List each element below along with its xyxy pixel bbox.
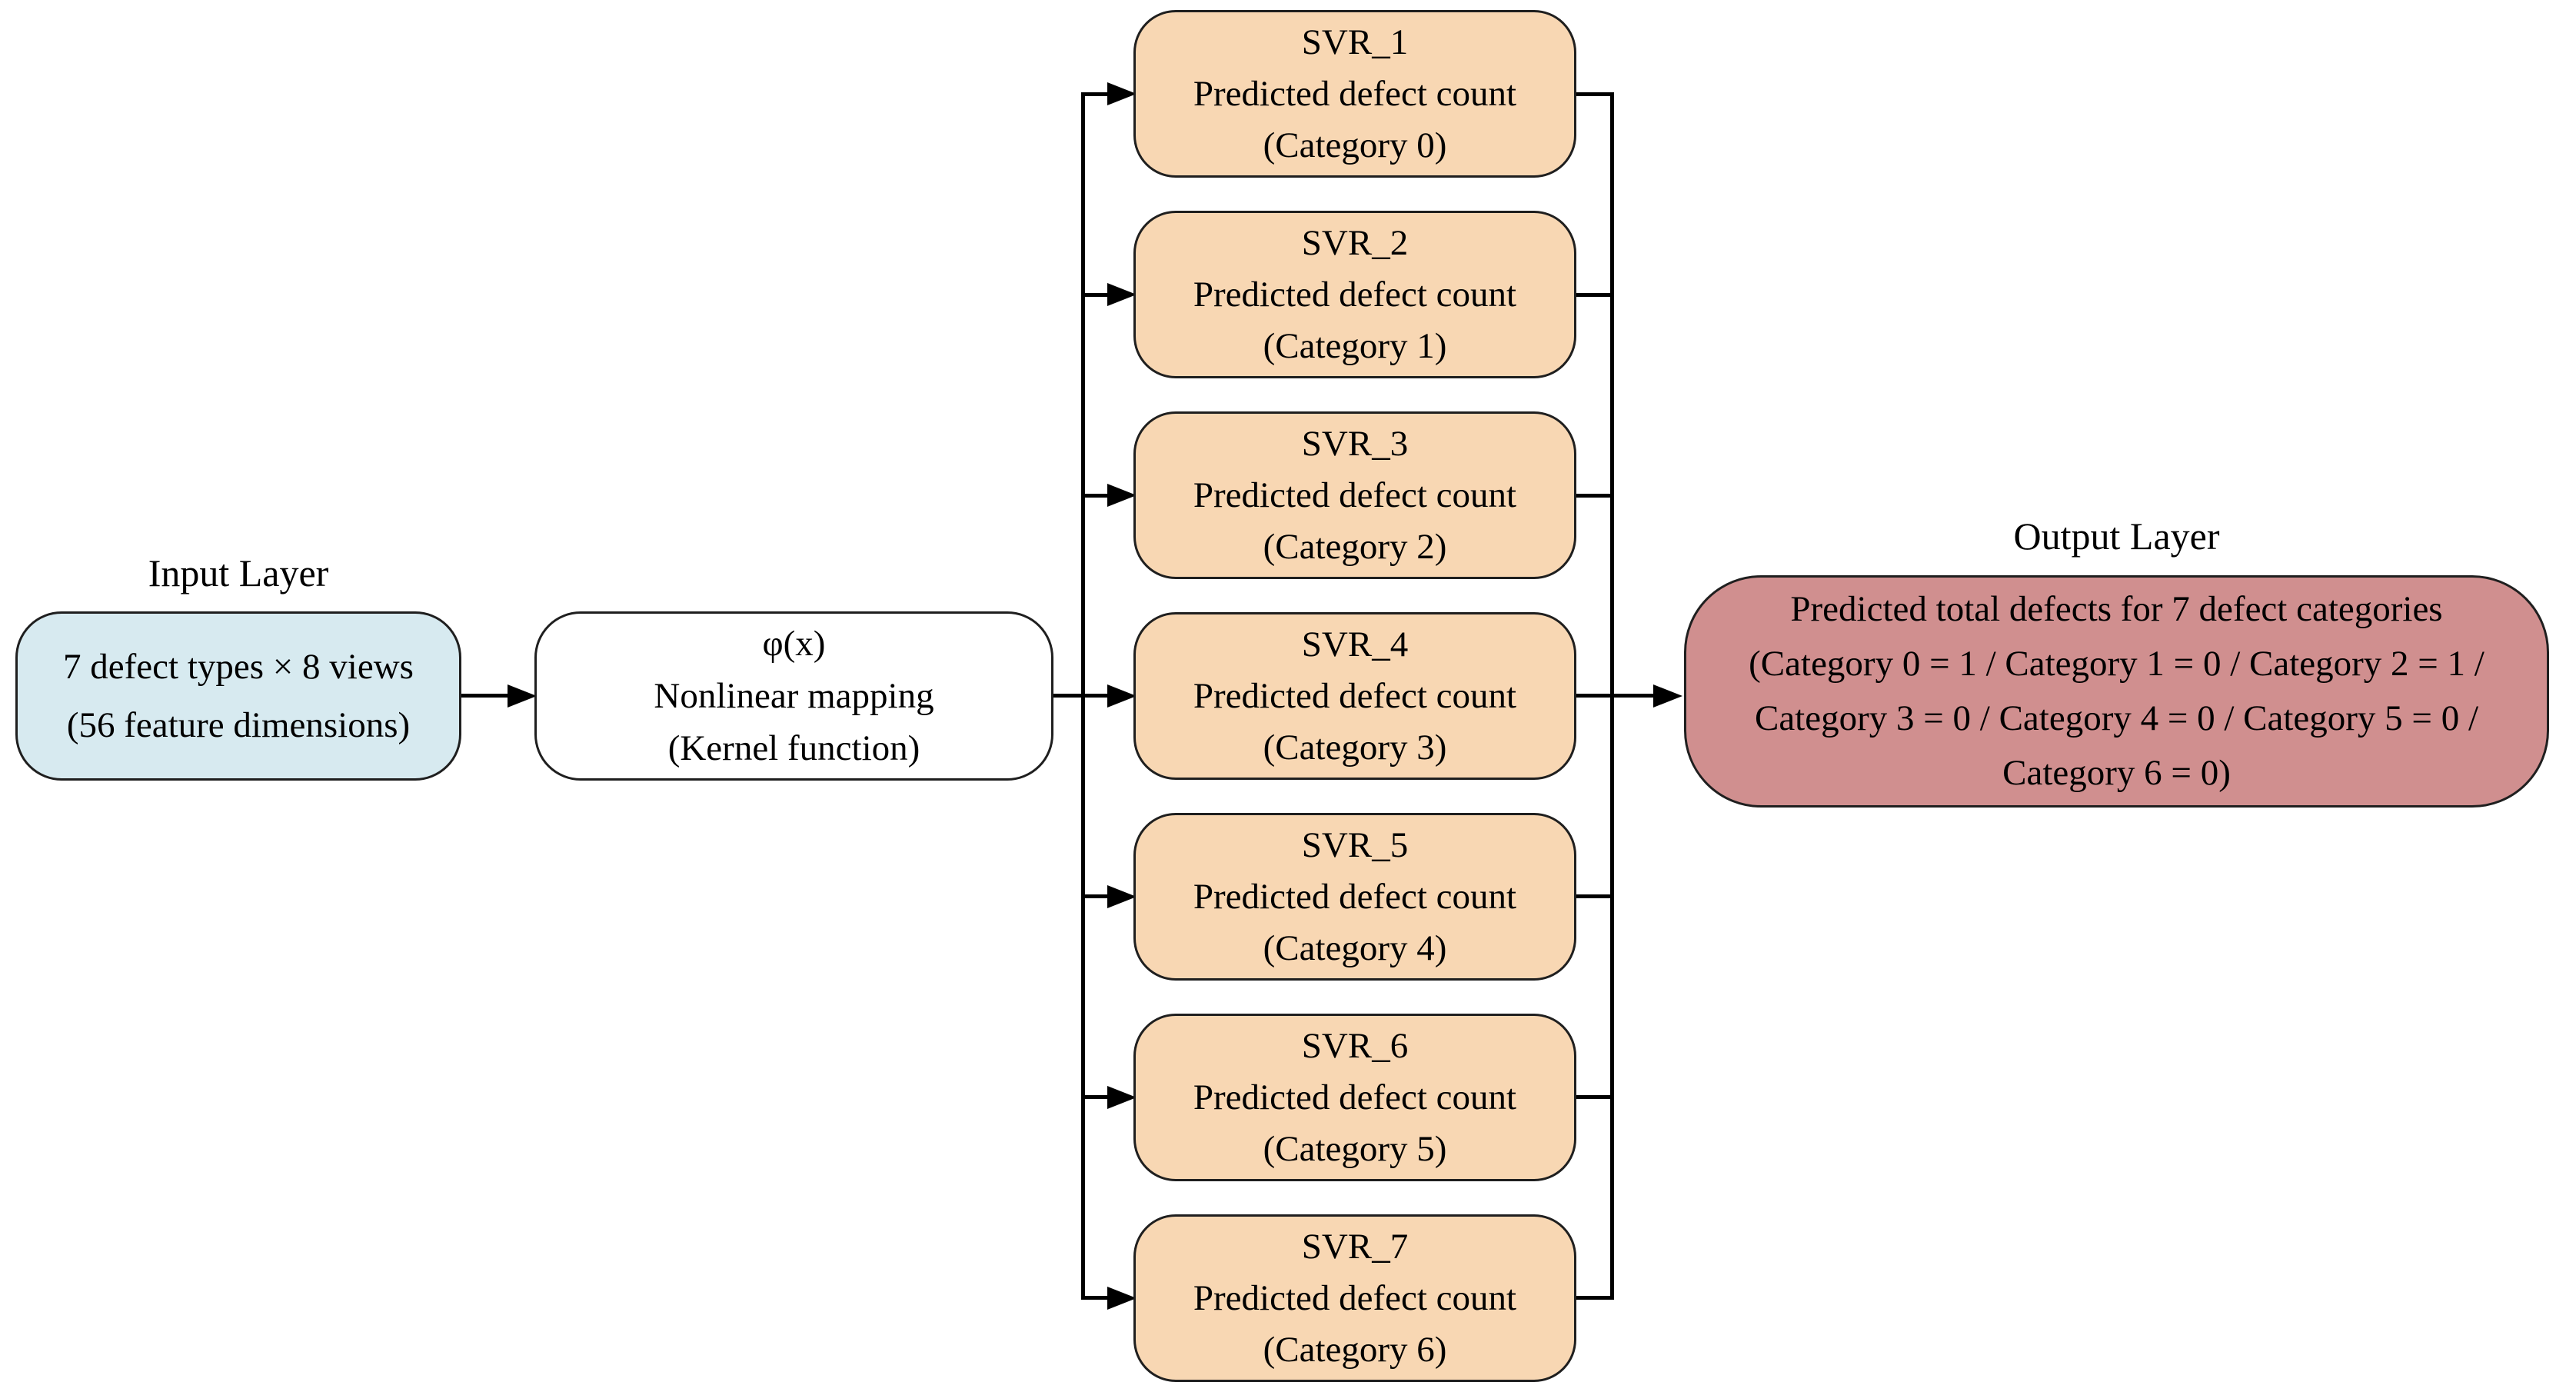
connector-svr-7-to-collector [1576, 1296, 1612, 1300]
connector-mapping-to-branch [1053, 694, 1085, 698]
arrowhead-icon [1653, 684, 1682, 708]
svr-node-name: SVR_3 [1301, 423, 1409, 464]
connector-svr-2-to-collector [1576, 293, 1612, 297]
connector-branch-to-svr-4 [1083, 694, 1109, 698]
connector-branch-to-svr-1 [1083, 92, 1109, 96]
connector-branch-to-svr-2 [1083, 293, 1109, 297]
svr-node-category: (Category 0) [1263, 125, 1447, 165]
svr-node-name: SVR_5 [1301, 824, 1409, 865]
svr-node-2: SVR_2 Predicted defect count (Category 1… [1133, 211, 1576, 378]
connector-svr-1-to-collector [1576, 92, 1612, 96]
svr-node-desc: Predicted defect count [1193, 1277, 1517, 1318]
connector-collector-to-output [1612, 694, 1655, 698]
svr-node-name: SVR_4 [1301, 624, 1409, 664]
svr-node-name: SVR_2 [1301, 222, 1409, 263]
connector-svr-3-to-collector [1576, 494, 1612, 498]
svr-node-desc: Predicted defect count [1193, 475, 1517, 515]
svr-node-desc: Predicted defect count [1193, 274, 1517, 315]
svr-node-name: SVR_6 [1301, 1025, 1409, 1066]
svr-node-5: SVR_5 Predicted defect count (Category 4… [1133, 813, 1576, 981]
svr-node-category: (Category 5) [1263, 1128, 1447, 1169]
output-node-line2: (Category 0 = 1 / Category 1 = 0 / Categ… [1749, 644, 2484, 684]
arrowhead-icon [1107, 82, 1137, 105]
mapping-node-line3: (Kernel function) [667, 728, 920, 768]
connector-branch-to-svr-3 [1083, 494, 1109, 498]
arrowhead-icon [1107, 283, 1137, 306]
input-node-line1: 7 defect types × 8 views [63, 647, 414, 687]
svr-node-7: SVR_7 Predicted defect count (Category 6… [1133, 1214, 1576, 1382]
svr-node-category: (Category 2) [1263, 526, 1447, 567]
svr-node-desc: Predicted defect count [1193, 675, 1517, 716]
input-layer-node: 7 defect types × 8 views (56 feature dim… [15, 611, 461, 781]
input-node-line2: (56 feature dimensions) [66, 705, 411, 745]
svr-node-desc: Predicted defect count [1193, 73, 1517, 114]
svr-node-3: SVR_3 Predicted defect count (Category 2… [1133, 411, 1576, 579]
arrowhead-icon [1107, 885, 1137, 908]
input-layer-title: Input Layer [148, 551, 329, 594]
connector-input-to-mapping [461, 694, 509, 698]
svr-node-category: (Category 4) [1263, 927, 1447, 968]
svr-node-category: (Category 1) [1263, 325, 1447, 366]
connector-svr-6-to-collector [1576, 1095, 1612, 1099]
arrowhead-icon [1107, 684, 1137, 708]
svr-node-category: (Category 6) [1263, 1329, 1447, 1370]
svr-node-1: SVR_1 Predicted defect count (Category 0… [1133, 10, 1576, 178]
svr-node-desc: Predicted defect count [1193, 1077, 1517, 1117]
svr-node-4: SVR_4 Predicted defect count (Category 3… [1133, 612, 1576, 780]
connector-svr-4-to-collector [1576, 694, 1612, 698]
output-node-line3: Category 3 = 0 / Category 4 = 0 / Catego… [1754, 698, 2479, 738]
svr-node-name: SVR_1 [1301, 22, 1409, 62]
arrowhead-icon [1107, 484, 1137, 507]
arrowhead-icon [1107, 1287, 1137, 1310]
arrowhead-icon [1107, 1086, 1137, 1109]
kernel-mapping-node: φ(x) Nonlinear mapping (Kernel function) [534, 611, 1053, 781]
output-layer-node: Predicted total defects for 7 defect cat… [1684, 575, 2549, 808]
svr-node-name: SVR_7 [1301, 1226, 1409, 1267]
connector-branch-to-svr-5 [1083, 894, 1109, 898]
mapping-node-line2: Nonlinear mapping [654, 676, 934, 716]
svr-node-desc: Predicted defect count [1193, 876, 1517, 917]
svr-node-6: SVR_6 Predicted defect count (Category 5… [1133, 1014, 1576, 1181]
connector-branch-to-svr-7 [1083, 1296, 1109, 1300]
output-node-line1: Predicted total defects for 7 defect cat… [1790, 589, 2443, 629]
mapping-node-line1: φ(x) [762, 624, 826, 664]
connector-branch-to-svr-6 [1083, 1095, 1109, 1099]
arrowhead-icon [508, 684, 537, 708]
branch-line-right [1610, 92, 1614, 1300]
svr-node-category: (Category 3) [1263, 727, 1447, 768]
output-layer-title: Output Layer [2013, 515, 2220, 558]
output-node-line4: Category 6 = 0) [2002, 753, 2231, 793]
connector-svr-5-to-collector [1576, 894, 1612, 898]
